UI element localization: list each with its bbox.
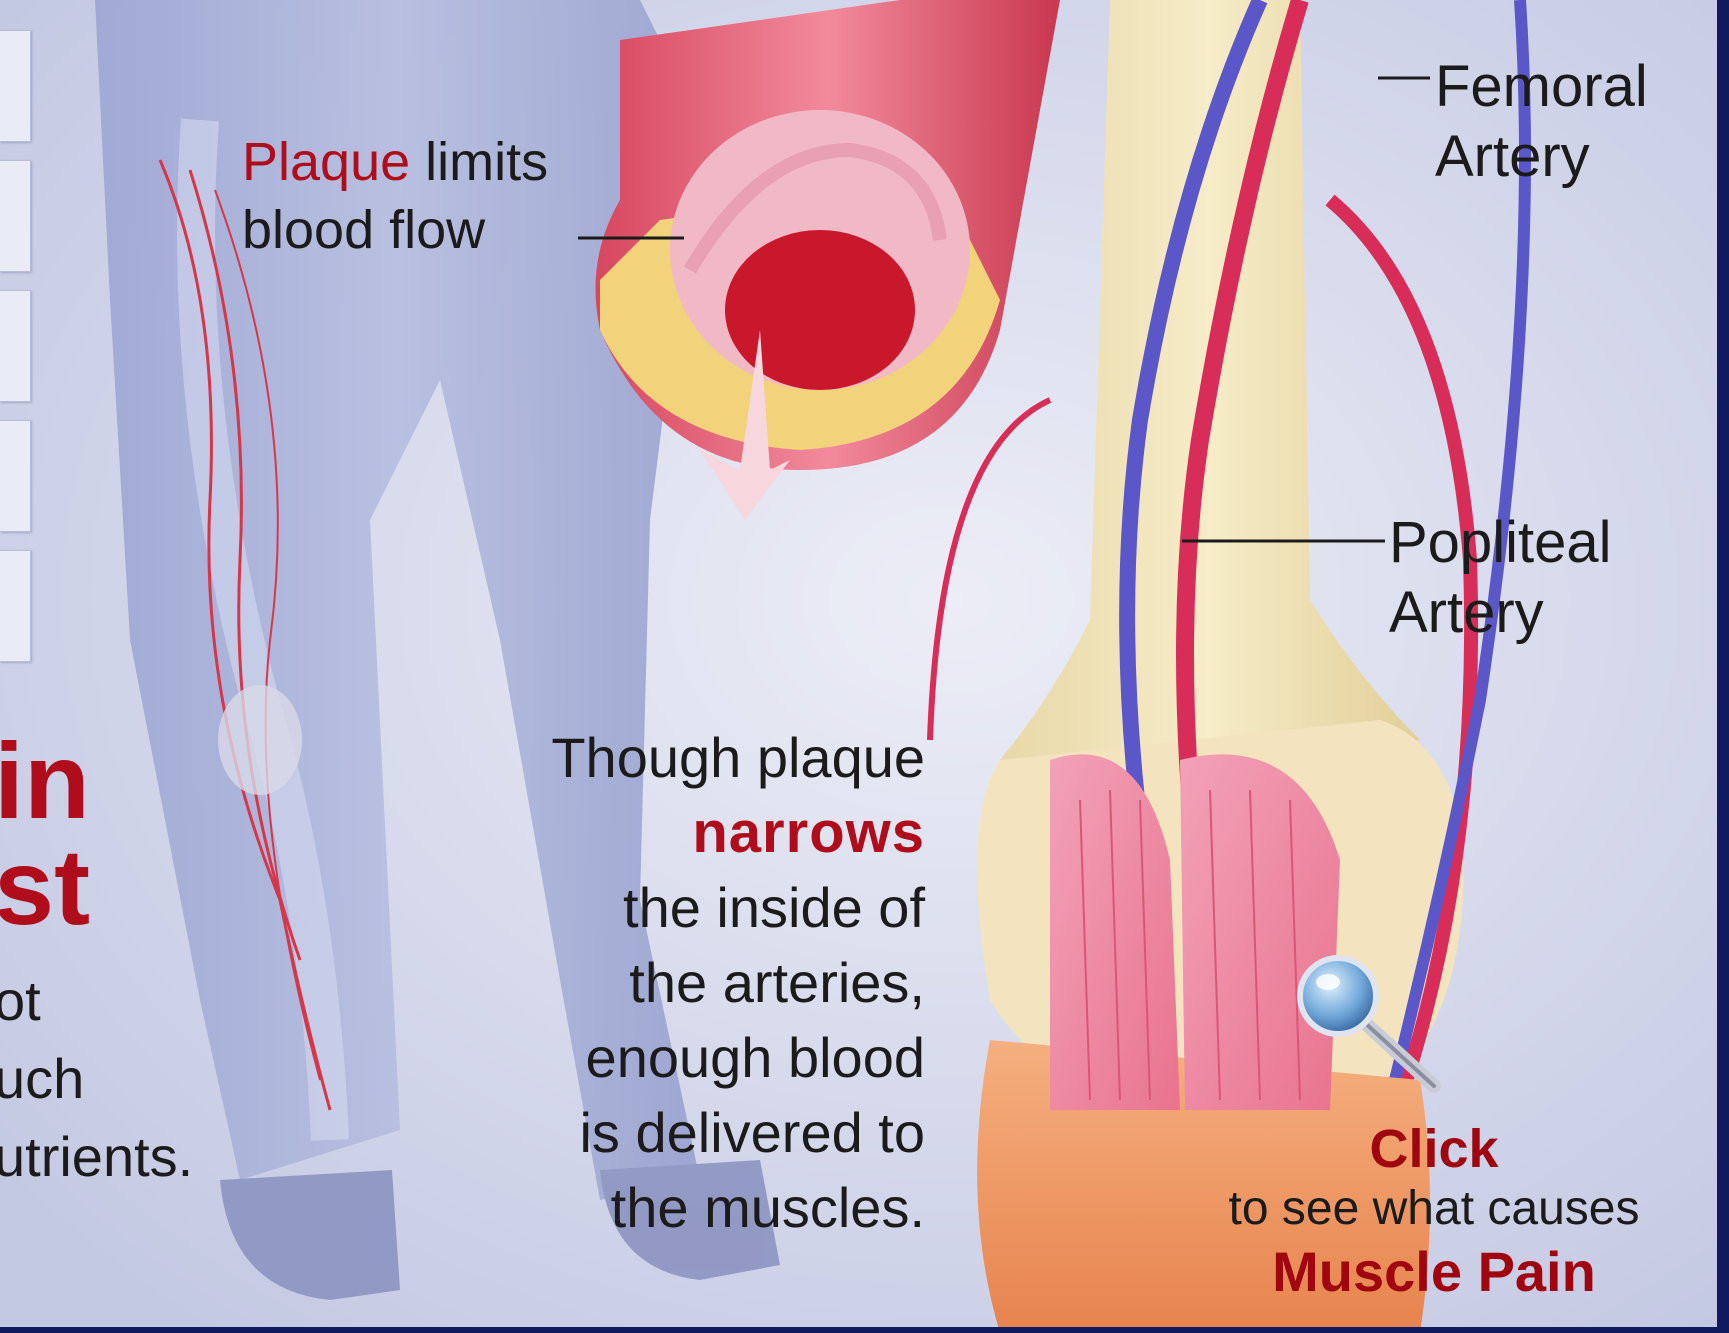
- left-body-line-2: uch: [0, 1040, 193, 1118]
- explanation-line-4: the arteries,: [551, 945, 925, 1020]
- explanation-line-5: enough blood: [551, 1020, 925, 1095]
- side-tab-5[interactable]: [0, 550, 31, 662]
- femoral-artery-label: Femoral Artery: [1435, 52, 1648, 192]
- side-tab-2[interactable]: [0, 160, 31, 272]
- cta-title[interactable]: Click: [1174, 1120, 1694, 1178]
- femoral-line1: Femoral: [1435, 54, 1648, 119]
- plaque-rest: limits: [410, 132, 548, 192]
- popliteal-artery-label: Popliteal Artery: [1389, 508, 1611, 648]
- right-frame-bar: [1717, 0, 1729, 1333]
- popliteal-line1: Popliteal: [1389, 510, 1611, 575]
- explanation-line-6: is delivered to: [551, 1095, 925, 1170]
- explanation-keyword: narrows: [551, 795, 925, 870]
- explanation-line-1: Though plaque: [551, 720, 925, 795]
- side-tab-3[interactable]: [0, 290, 31, 402]
- plaque-word: Plaque: [242, 132, 410, 192]
- femoral-line2: Artery: [1435, 124, 1590, 189]
- popliteal-line2: Artery: [1389, 580, 1544, 645]
- left-panel-body: ot uch utrients.: [0, 962, 193, 1196]
- left-heading-line-2: st: [0, 834, 90, 940]
- explanation-line-3: the inside of: [551, 870, 925, 945]
- explanation-text: Though plaque narrows the inside of the …: [551, 720, 925, 1245]
- side-tab-1[interactable]: [0, 30, 31, 142]
- left-heading-line-1: in: [0, 728, 90, 834]
- cta-target[interactable]: Muscle Pain: [1174, 1240, 1694, 1304]
- plaque-label: Plaque limits blood flow: [242, 128, 548, 264]
- left-panel-heading: in st: [0, 728, 90, 940]
- cta-block[interactable]: Click to see what causes Muscle Pain: [1174, 1120, 1694, 1304]
- left-body-line-3: utrients.: [0, 1118, 193, 1196]
- cta-subtitle[interactable]: to see what causes: [1174, 1178, 1694, 1240]
- plaque-line2: blood flow: [242, 200, 485, 260]
- left-body-line-1: ot: [0, 962, 193, 1040]
- bottom-frame-bar: [0, 1327, 1729, 1333]
- side-tab-4[interactable]: [0, 420, 31, 532]
- magnifier-icon[interactable]: [1296, 954, 1446, 1104]
- explanation-line-7: the muscles.: [551, 1170, 925, 1245]
